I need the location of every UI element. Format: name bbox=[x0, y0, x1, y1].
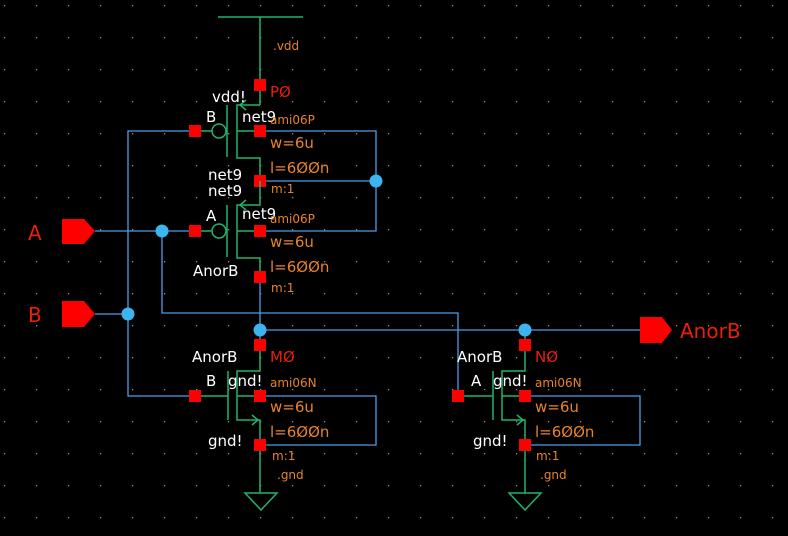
gnd-label: .gnd bbox=[277, 468, 304, 482]
net-label: AnorB bbox=[193, 262, 238, 280]
junction-dot bbox=[155, 224, 169, 238]
junction-dot bbox=[369, 174, 383, 188]
net-label: gnd! bbox=[493, 372, 528, 390]
input-b-label: B bbox=[28, 303, 42, 327]
vdd-label: .vdd bbox=[273, 39, 299, 53]
ground-symbol bbox=[243, 492, 279, 512]
gate-label: A bbox=[471, 372, 482, 390]
net-label: gnd! bbox=[228, 372, 263, 390]
instance-name: PØ bbox=[270, 83, 291, 101]
junctions bbox=[121, 174, 532, 337]
net-label: AnorB bbox=[192, 348, 237, 366]
model-label: ami06P bbox=[270, 113, 315, 127]
multiplier-param: m:1 bbox=[536, 449, 559, 463]
multiplier-param: m:1 bbox=[271, 281, 294, 295]
ground-symbol bbox=[507, 492, 543, 512]
width-param: w=6u bbox=[270, 134, 314, 152]
multiplier-param: m:1 bbox=[272, 449, 295, 463]
length-param: l=6ØØn bbox=[270, 423, 329, 441]
length-param: l=6ØØn bbox=[270, 159, 329, 177]
width-param: w=6u bbox=[270, 398, 314, 416]
nmos-m0[interactable]: MØ AnorB B gnd! gnd! ami06N w=6u l=6ØØn … bbox=[189, 339, 329, 512]
gate-label: B bbox=[206, 372, 216, 390]
junction-dot bbox=[518, 323, 532, 337]
instance-name: MØ bbox=[270, 348, 295, 366]
net-label: gnd! bbox=[473, 432, 508, 450]
vdd-supply[interactable]: .vdd bbox=[218, 16, 303, 85]
input-a-label: A bbox=[28, 221, 42, 245]
input-pin-a[interactable]: A bbox=[28, 219, 95, 245]
model-label: ami06P bbox=[270, 212, 315, 226]
net-label: vdd! bbox=[212, 88, 246, 106]
model-label: ami06N bbox=[535, 376, 582, 390]
junction-dot bbox=[121, 307, 135, 321]
net-label: net9 bbox=[208, 182, 242, 200]
net-label: gnd! bbox=[208, 432, 243, 450]
instance-name: NØ bbox=[535, 348, 558, 366]
pmos-p0[interactable]: PØ vdd! B net9 net9 ami06P w=6u l=6ØØn m… bbox=[189, 79, 329, 196]
length-param: l=6ØØn bbox=[535, 423, 594, 441]
output-pin-anorb[interactable]: AnorB bbox=[640, 317, 741, 343]
width-param: w=6u bbox=[535, 398, 579, 416]
gate-label: B bbox=[206, 108, 216, 126]
width-param: w=6u bbox=[270, 233, 314, 251]
multiplier-param: m:1 bbox=[271, 182, 294, 196]
length-param: l=6ØØn bbox=[270, 258, 329, 276]
net-label: net9 bbox=[242, 108, 276, 126]
pmos-p1[interactable]: net9 A net9 AnorB ami06P w=6u l=6ØØn m:1 bbox=[189, 181, 329, 295]
output-label: AnorB bbox=[680, 319, 741, 343]
model-label: ami06N bbox=[270, 376, 317, 390]
input-pin-b[interactable]: B bbox=[28, 301, 95, 327]
net-label: net9 bbox=[242, 205, 276, 223]
net-label: AnorB bbox=[457, 348, 502, 366]
net-label: net9 bbox=[208, 166, 242, 184]
junction-dot bbox=[253, 323, 267, 337]
gnd-label: .gnd bbox=[540, 468, 567, 482]
nmos-n0[interactable]: NØ AnorB A gnd! gnd! ami06N w=6u l=6ØØn … bbox=[452, 339, 594, 512]
gate-label: A bbox=[206, 207, 217, 225]
